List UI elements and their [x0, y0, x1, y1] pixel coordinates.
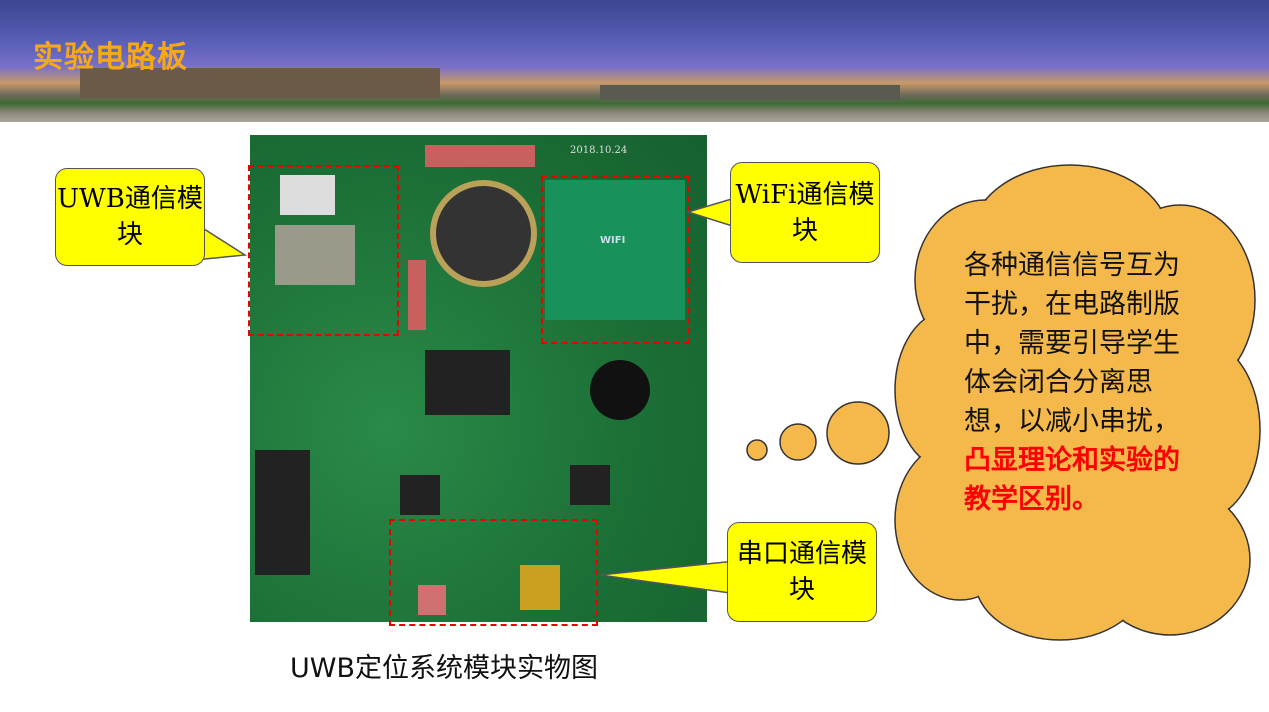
cloud-text: 各种通信信号互为干扰，在电路制版中，需要引导学生体会闭合分离思想，以减小串扰， 凸… [964, 246, 1194, 519]
ic [570, 465, 610, 505]
buzzer [590, 360, 650, 420]
banner-building [600, 85, 900, 100]
wifi-module: WIFI [545, 180, 685, 320]
usb-port [520, 565, 560, 610]
wifi-callout: WiFi通信模块 [730, 162, 880, 263]
pin-header [408, 260, 426, 330]
jumper [418, 585, 446, 615]
wifi-label: WIFI [600, 235, 626, 246]
mcu-chip [425, 350, 510, 415]
header-banner: 实验电路板 [0, 0, 1269, 122]
board-date: 2018.10.24 [570, 145, 628, 156]
pcb-photo: WIFI 2018.10.24 [250, 135, 707, 622]
banner-building [80, 68, 440, 98]
uwb-highlight-box [248, 165, 399, 336]
photo-caption: UWB定位系统模块实物图 [290, 653, 598, 684]
battery-holder [430, 180, 537, 287]
uwb-chip [275, 225, 355, 285]
serial-highlight-box [389, 519, 598, 626]
serial-callout: 串口通信模块 [727, 522, 877, 622]
inductor [400, 475, 440, 515]
cloud-text-normal: 各种通信信号互为干扰，在电路制版中，需要引导学生体会闭合分离思想，以减小串扰， [964, 250, 1180, 437]
wifi-highlight-box [541, 176, 690, 344]
cloud-text-highlight: 凸显理论和实验的教学区别。 [964, 445, 1180, 515]
pin-header [425, 145, 535, 167]
slide-title: 实验电路板 [33, 40, 188, 75]
uwb-antenna [280, 175, 335, 215]
header-connector [255, 450, 310, 575]
uwb-callout: UWB通信模块 [55, 168, 205, 266]
